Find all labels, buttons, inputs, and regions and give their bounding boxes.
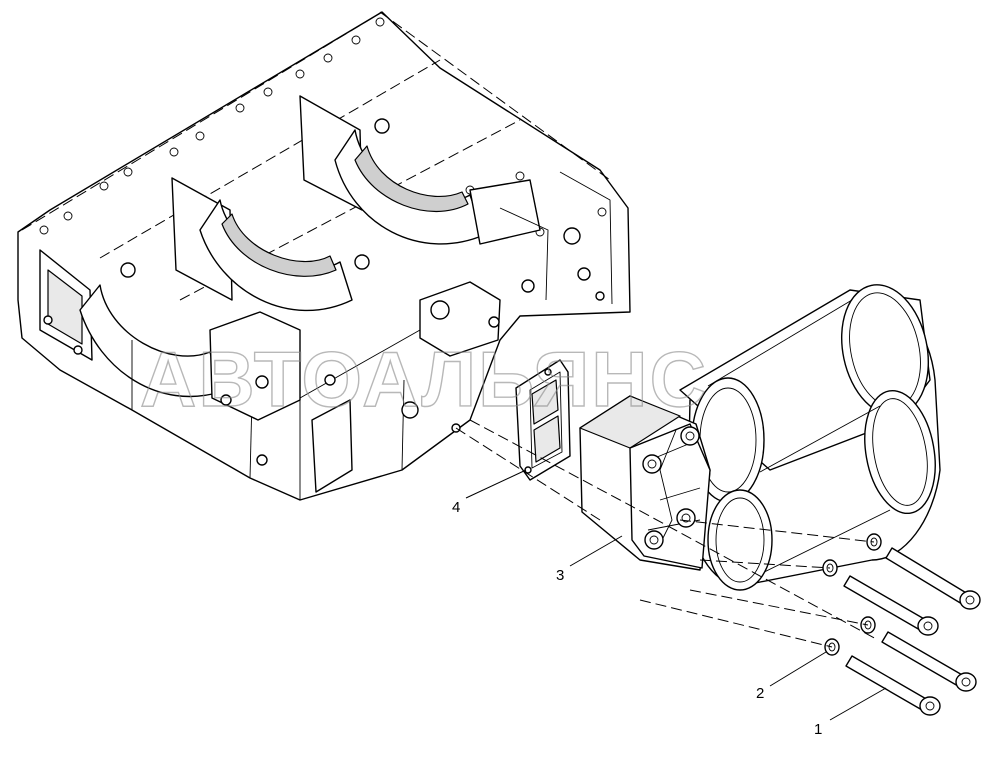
bolts bbox=[843, 547, 981, 716]
assembly-axes bbox=[455, 419, 879, 648]
callout-4: 4 bbox=[452, 469, 527, 516]
callout-label-3: 3 bbox=[556, 567, 564, 584]
callout-label-4: 4 bbox=[452, 499, 460, 516]
callout-1: 1 bbox=[814, 687, 887, 738]
oil-filter-housing bbox=[579, 284, 941, 591]
callout-3: 3 bbox=[556, 535, 623, 584]
watermark-text: АВТОАЛЬЯНС bbox=[140, 335, 708, 423]
callout-label-2: 2 bbox=[756, 685, 764, 702]
engine-block bbox=[17, 11, 631, 501]
gasket bbox=[515, 359, 571, 481]
callout-2: 2 bbox=[756, 651, 827, 702]
callout-label-1: 1 bbox=[814, 721, 822, 738]
